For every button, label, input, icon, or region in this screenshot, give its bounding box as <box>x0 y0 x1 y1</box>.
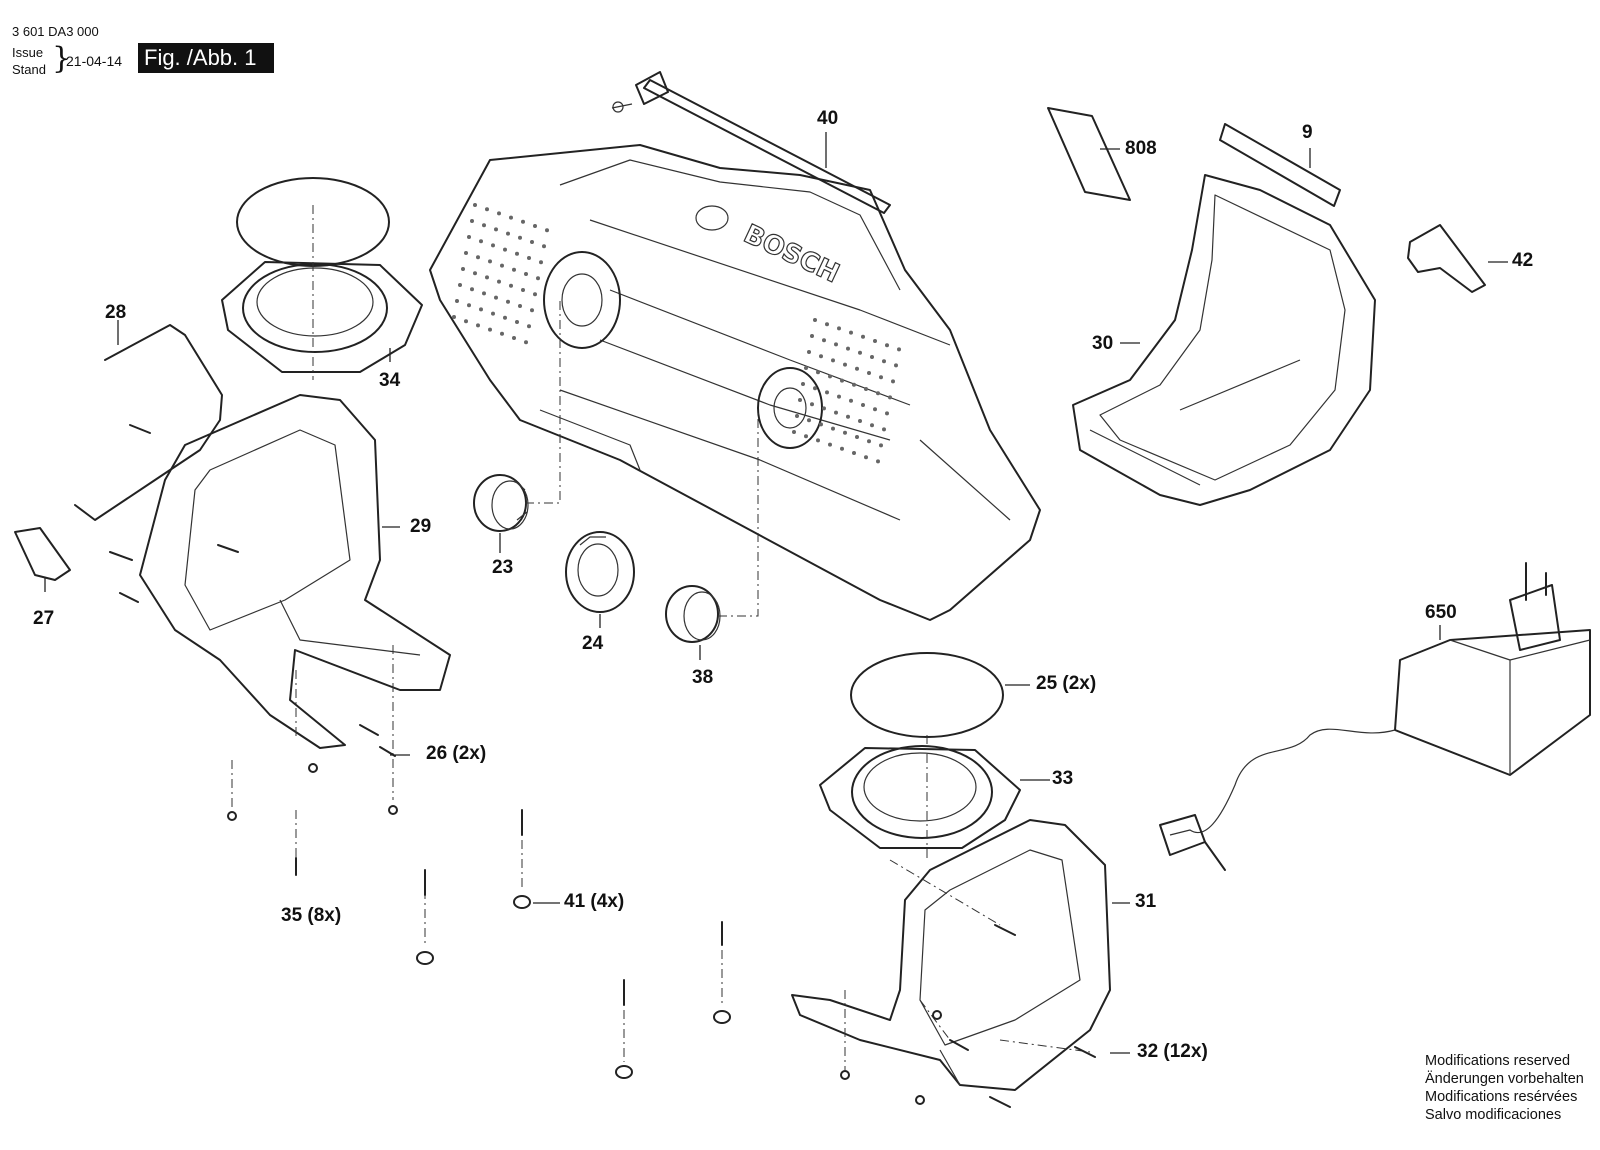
figure-label: Fig. /Abb. 1 <box>138 43 274 73</box>
callout-30: 30 <box>1092 333 1114 354</box>
callout-40: 40 <box>817 108 839 129</box>
modifications-line-en: Modifications reserved <box>1425 1053 1571 1069</box>
part-number: 3 601 DA3 000 <box>12 24 99 39</box>
modifications-notice: Modifications reserved Änderungen vorbeh… <box>1425 1052 1584 1124</box>
issue-date: 21-04-14 <box>66 53 123 69</box>
callout-808: 808 <box>1125 138 1157 159</box>
modifications-line-es: Salvo modificaciones <box>1425 1107 1562 1123</box>
modifications-line-fr: Modifications resérvées <box>1425 1089 1578 1105</box>
knob-adapter-part-24 <box>565 531 635 613</box>
antenna-part-40 <box>611 71 891 214</box>
callout-25: 25 (2x) <box>1036 673 1097 694</box>
callout-42: 42 <box>1512 250 1534 271</box>
assembly-axes <box>231 300 1091 1070</box>
callout-38: 38 <box>692 667 714 688</box>
callout-26: 26 (2x) <box>426 743 487 764</box>
callout-35: 35 (8x) <box>281 905 342 926</box>
label-part-808 <box>1047 107 1131 201</box>
knob-part-23 <box>473 474 529 532</box>
label-part-9 <box>1219 123 1341 207</box>
callout-23: 23 <box>492 557 514 578</box>
handle-part-28 <box>74 324 223 521</box>
gasket-part-25 <box>850 652 1004 738</box>
callout-28: 28 <box>105 302 127 323</box>
radio-housing: BOSCH <box>429 144 1041 621</box>
stand-label: Stand <box>12 62 46 77</box>
callout-33: 33 <box>1052 768 1074 789</box>
foot-part-27 <box>14 527 71 581</box>
battery-cover-part-30 <box>1072 174 1376 506</box>
clip-part-42 <box>1407 224 1486 293</box>
brand-logo-text: BOSCH <box>739 219 844 289</box>
speaker-grille-right <box>792 318 901 464</box>
charger-part-650 <box>1159 562 1591 871</box>
callout-27: 27 <box>33 608 55 629</box>
callout-9: 9 <box>1302 122 1313 143</box>
frame-part-31 <box>791 819 1111 1091</box>
speaker-part-33 <box>819 735 1021 860</box>
callout-650: 650 <box>1425 602 1457 623</box>
knob-part-38 <box>665 585 721 643</box>
callout-31: 31 <box>1135 891 1157 912</box>
speaker-part-34 <box>221 177 423 380</box>
issue-label: Issue <box>12 45 44 60</box>
callout-34: 34 <box>379 370 401 391</box>
callout-32: 32 (12x) <box>1137 1041 1208 1062</box>
modifications-line-de: Änderungen vorbehalten <box>1425 1071 1584 1087</box>
callout-41: 41 (4x) <box>564 891 625 912</box>
speaker-grille-left <box>452 203 549 345</box>
screw-set <box>109 424 1096 1108</box>
frame-part-29 <box>139 394 451 749</box>
callout-29: 29 <box>410 516 432 537</box>
leader-lines <box>44 132 1508 1054</box>
brace-symbol: } <box>52 41 72 76</box>
callout-24: 24 <box>582 633 604 654</box>
